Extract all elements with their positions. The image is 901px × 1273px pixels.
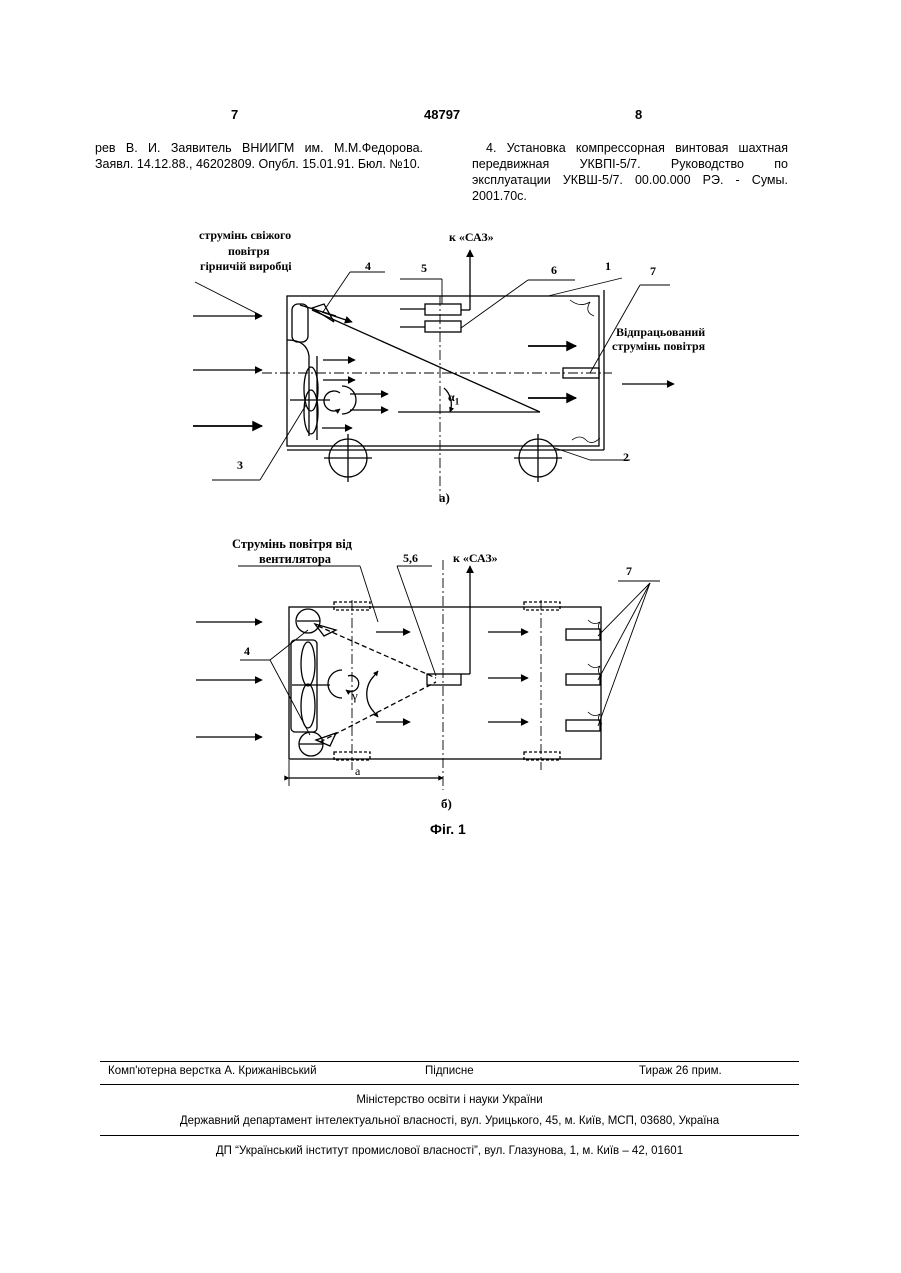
label-2: 2 — [623, 450, 629, 465]
fan-flow-label-line1: Струмінь повітря від — [232, 537, 352, 552]
figure-b-caption: б) — [441, 796, 452, 812]
footer-layout-credit: Комп'ютерна верстка А. Крижанівський — [108, 1065, 317, 1077]
outflow-label-line2: струмінь повітря — [612, 339, 705, 354]
figure-a-caption: а) — [439, 490, 450, 506]
footer-rule-bottom — [100, 1135, 799, 1136]
inflow-label-line1: струмінь свіжого — [199, 228, 291, 243]
angle-gamma-label: γ — [352, 688, 358, 704]
inflow-label-line3: гірничій виробці — [200, 259, 292, 274]
fan-flow-label-line2: вентилятора — [259, 552, 331, 567]
label-1: 1 — [605, 259, 611, 274]
footer-ministry: Міністерство освіти і науки України — [100, 1094, 799, 1106]
fan-3-blade-top — [304, 367, 318, 411]
label-7-b: 7 — [626, 564, 632, 579]
to-saz-label-b: к «САЗ» — [453, 551, 498, 566]
sensor-5-lower — [425, 321, 461, 332]
outflow-label-line1: Відпрацьований — [616, 325, 705, 340]
footer-institute: ДП “Український інститут промислової вла… — [100, 1145, 799, 1157]
angle-alpha-label: α1 — [448, 390, 459, 406]
sensor-5-upper — [425, 304, 461, 315]
figure-b-drawing — [196, 560, 660, 790]
footer-signed: Підписне — [425, 1065, 474, 1077]
footer-rule-middle — [100, 1084, 799, 1085]
label-5-6: 5,6 — [403, 551, 418, 566]
figure-title: Фіг. 1 — [430, 821, 466, 837]
outlet-sensor-7a — [566, 629, 600, 640]
outlet-sensor-7b — [566, 674, 600, 685]
footer-print-run: Тираж 26 прим. — [639, 1065, 722, 1077]
figure-a-drawing — [193, 250, 674, 500]
to-saz-label-a: к «САЗ» — [449, 230, 494, 245]
dimension-a-label: a — [355, 764, 360, 779]
footer-department: Державний департамент інтелектуальної вл… — [100, 1115, 799, 1127]
compressor-body-a — [287, 296, 599, 446]
label-5: 5 — [421, 261, 427, 276]
footer-rule-top — [100, 1061, 799, 1062]
fan-3-blade-bottom — [304, 390, 318, 434]
fan-3-housing — [291, 640, 317, 732]
label-4: 4 — [365, 259, 371, 274]
label-6: 6 — [551, 263, 557, 278]
label-7: 7 — [650, 264, 656, 279]
label-3: 3 — [237, 458, 243, 473]
label-4-b: 4 — [244, 644, 250, 659]
inflow-label-line2: повітря — [228, 244, 270, 259]
fan-housing-top — [292, 304, 308, 342]
outlet-sensor-7c — [566, 720, 600, 731]
